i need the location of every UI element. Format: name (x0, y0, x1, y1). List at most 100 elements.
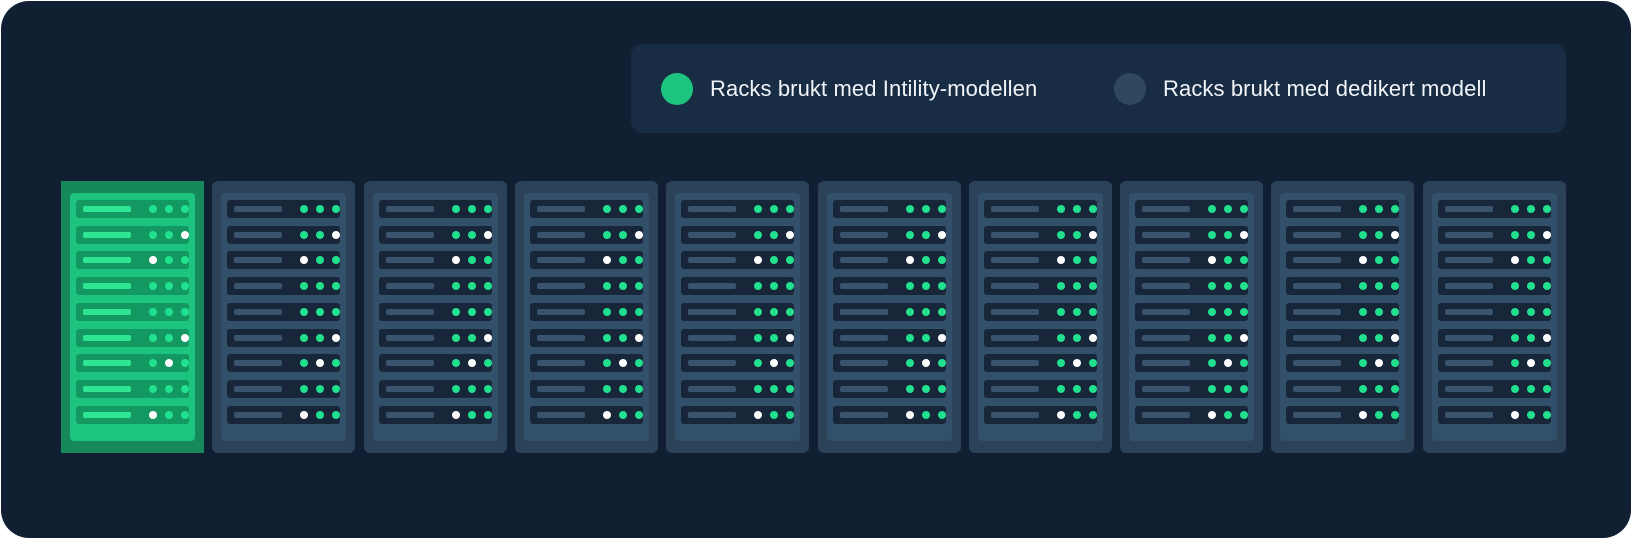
status-led-green (165, 231, 173, 239)
unit-label-bar (234, 232, 282, 238)
status-led-green (603, 385, 611, 393)
server-unit (76, 277, 189, 295)
status-led-white (300, 411, 308, 419)
unit-label-bar (1293, 206, 1341, 212)
status-led-green (1511, 282, 1519, 290)
unit-label-bar (1142, 206, 1190, 212)
status-led-white (786, 334, 794, 342)
rack-inner (70, 193, 195, 441)
status-led-green (906, 334, 914, 342)
unit-label-bar (840, 206, 888, 212)
status-led-green (1511, 359, 1519, 367)
rack-dedicated (1271, 181, 1414, 453)
status-led-green (484, 308, 492, 316)
unit-label-bar (1142, 360, 1190, 366)
status-led-green (1527, 282, 1535, 290)
legend-dot-intility (661, 72, 693, 105)
status-led-green (603, 359, 611, 367)
server-unit (379, 303, 492, 321)
status-led-green (1359, 385, 1367, 393)
server-unit (1286, 277, 1399, 295)
status-led-green (181, 282, 189, 290)
status-led-white (603, 256, 611, 264)
server-unit (681, 277, 794, 295)
status-led-white (1375, 359, 1383, 367)
status-led-green (332, 308, 340, 316)
status-led-green (1375, 308, 1383, 316)
status-led-green (770, 205, 778, 213)
server-unit (833, 406, 946, 424)
unit-label-bar (1445, 232, 1493, 238)
unit-label-bar (1293, 283, 1341, 289)
status-led-green (300, 205, 308, 213)
status-led-green (770, 411, 778, 419)
status-led-green (468, 205, 476, 213)
status-led-white (149, 256, 157, 264)
unit-label-bar (688, 386, 736, 392)
status-led-green (786, 308, 794, 316)
status-led-green (1224, 385, 1232, 393)
status-led-green (300, 282, 308, 290)
server-unit (530, 200, 643, 218)
status-led-green (316, 334, 324, 342)
unit-label-bar (83, 206, 131, 212)
unit-label-bar (83, 257, 131, 263)
status-led-green (165, 411, 173, 419)
status-led-green (1208, 231, 1216, 239)
server-unit (1135, 226, 1248, 244)
server-unit (681, 329, 794, 347)
status-led-green (165, 334, 173, 342)
status-led-white (181, 334, 189, 342)
status-led-green (1527, 334, 1535, 342)
status-led-green (938, 359, 946, 367)
server-unit (1135, 406, 1248, 424)
status-led-green (316, 231, 324, 239)
unit-label-bar (1445, 309, 1493, 315)
server-unit (1135, 329, 1248, 347)
status-led-white (1240, 231, 1248, 239)
status-led-green (1359, 205, 1367, 213)
server-unit (1438, 226, 1551, 244)
unit-label-bar (688, 232, 736, 238)
status-led-green (452, 334, 460, 342)
server-unit (1286, 329, 1399, 347)
status-led-green (149, 385, 157, 393)
server-unit (530, 303, 643, 321)
status-led-green (1240, 282, 1248, 290)
status-led-green (1089, 308, 1097, 316)
server-unit (227, 380, 340, 398)
unit-label-bar (386, 386, 434, 392)
status-led-green (484, 205, 492, 213)
status-led-green (1240, 205, 1248, 213)
server-unit (76, 329, 189, 347)
status-led-green (786, 359, 794, 367)
status-led-green (906, 205, 914, 213)
unit-label-bar (537, 257, 585, 263)
status-led-green (603, 231, 611, 239)
server-unit (530, 226, 643, 244)
status-led-green (181, 308, 189, 316)
unit-label-bar (688, 412, 736, 418)
server-unit (681, 200, 794, 218)
legend-label-dedicated: Racks brukt med dedikert modell (1163, 75, 1487, 101)
unit-label-bar (234, 386, 282, 392)
status-led-green (938, 205, 946, 213)
rack-dedicated (666, 181, 809, 453)
status-led-green (635, 385, 643, 393)
unit-label-bar (83, 232, 131, 238)
status-led-green (1089, 385, 1097, 393)
status-led-green (770, 385, 778, 393)
status-led-white (1391, 231, 1399, 239)
server-unit (1135, 354, 1248, 372)
status-led-green (906, 282, 914, 290)
status-led-green (1511, 385, 1519, 393)
status-led-green (1543, 256, 1551, 264)
status-led-green (1391, 308, 1399, 316)
status-led-green (603, 282, 611, 290)
status-led-green (1391, 282, 1399, 290)
status-led-green (906, 385, 914, 393)
status-led-green (1359, 308, 1367, 316)
server-unit (681, 380, 794, 398)
unit-label-bar (386, 206, 434, 212)
unit-label-bar (537, 412, 585, 418)
